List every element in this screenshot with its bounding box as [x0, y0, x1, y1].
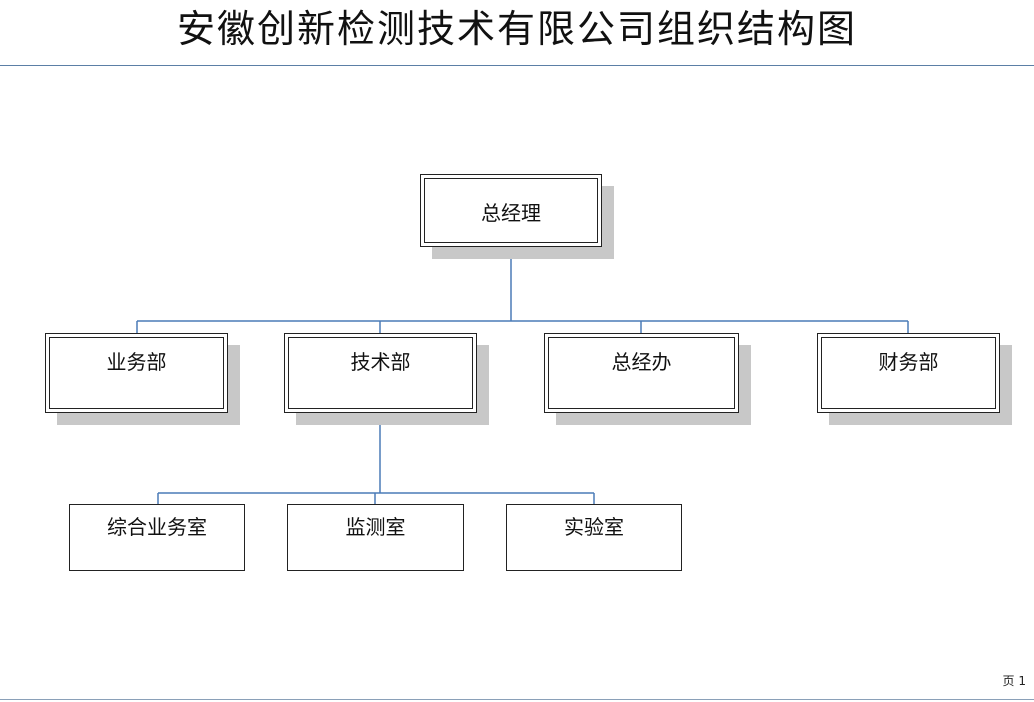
node-finance: 财务部	[817, 333, 1000, 413]
footer-rule	[0, 699, 1034, 700]
node-general-office-label: 总经办	[611, 350, 672, 374]
diagram-title: 安徽创新检测技术有限公司组织结构图	[176, 7, 857, 51]
node-tech-label: 技术部	[350, 350, 411, 374]
page-number: 页 1	[1002, 674, 1026, 688]
node-general-business-room-label: 综合业务室	[107, 515, 207, 539]
node-monitoring-room-label: 监测室	[345, 515, 406, 539]
node-tech: 技术部	[284, 333, 477, 413]
node-monitoring-room: 监测室	[287, 504, 464, 571]
node-ceo: 总经理	[420, 174, 602, 247]
node-finance-label: 财务部	[878, 350, 939, 374]
title-underline	[0, 65, 1034, 66]
node-ceo-label: 总经理	[481, 201, 541, 225]
node-business-label: 业务部	[106, 350, 167, 374]
node-laboratory: 实验室	[506, 504, 682, 571]
node-business: 业务部	[45, 333, 228, 413]
node-laboratory-label: 实验室	[564, 515, 624, 539]
node-general-office: 总经办	[544, 333, 739, 413]
node-general-business-room: 综合业务室	[69, 504, 245, 571]
